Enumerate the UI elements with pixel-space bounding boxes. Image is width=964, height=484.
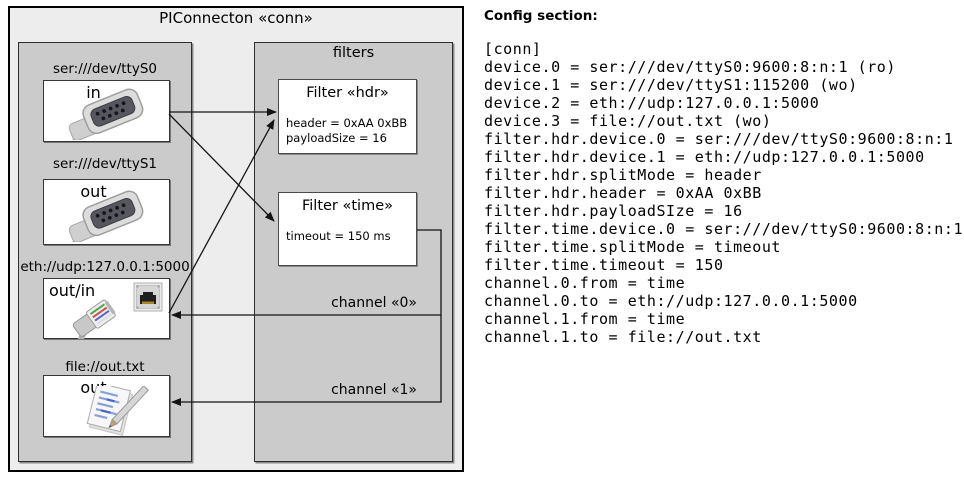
serial-connector-icon [67, 88, 144, 140]
filter-time-title: Filter «time» [301, 198, 394, 214]
diagram-title: PIConnecton «conn» [159, 9, 313, 27]
filter-hdr-attributes: header = 0xAA 0xBB payloadSize = 16 [286, 116, 407, 146]
device-eth-direction: out/in [49, 281, 96, 300]
device-ttys0-label: ser:///dev/ttyS0 [53, 61, 157, 77]
channel-0-label: channel «0» [331, 295, 417, 311]
device-ttys1-label: ser:///dev/ttyS1 [53, 156, 157, 172]
filter-hdr-attr-payloadsize: payloadSize = 16 [286, 131, 387, 145]
filter-hdr-title: Filter «hdr» [306, 85, 389, 101]
device-file-box: out [43, 375, 170, 437]
serial-connector-icon [67, 190, 144, 242]
config-section-heading: Config section: [484, 8, 598, 24]
filter-hdr-box: Filter «hdr» header = 0xAA 0xBB payloadS… [278, 79, 417, 154]
filter-time-box: Filter «time» timeout = 150 ms [278, 192, 417, 266]
device-eth-label: eth://udp:127.0.0.1:5000 [20, 259, 190, 275]
notepad-icon [86, 386, 150, 436]
filter-hdr-attr-header: header = 0xAA 0xBB [286, 116, 408, 130]
filters-panel-label: filters [332, 45, 375, 61]
device-ttys1-direction: out [80, 182, 107, 201]
ethernet-jack-icon [133, 282, 163, 312]
device-ttys0-direction: in [86, 83, 101, 102]
filter-time-attr-timeout: timeout = 150 ms [286, 229, 391, 243]
device-ttys1-box: out [43, 179, 170, 245]
config-text: [conn] device.0 = ser:///dev/ttyS0:9600:… [484, 40, 964, 346]
ethernet-plug-icon [72, 299, 116, 339]
device-file-label: file://out.txt [65, 359, 145, 375]
channel-1-label: channel «1» [331, 382, 417, 398]
device-ttys0-box: in [43, 80, 170, 142]
filter-time-attributes: timeout = 150 ms [286, 229, 391, 244]
device-eth-box: out/in [43, 278, 170, 339]
